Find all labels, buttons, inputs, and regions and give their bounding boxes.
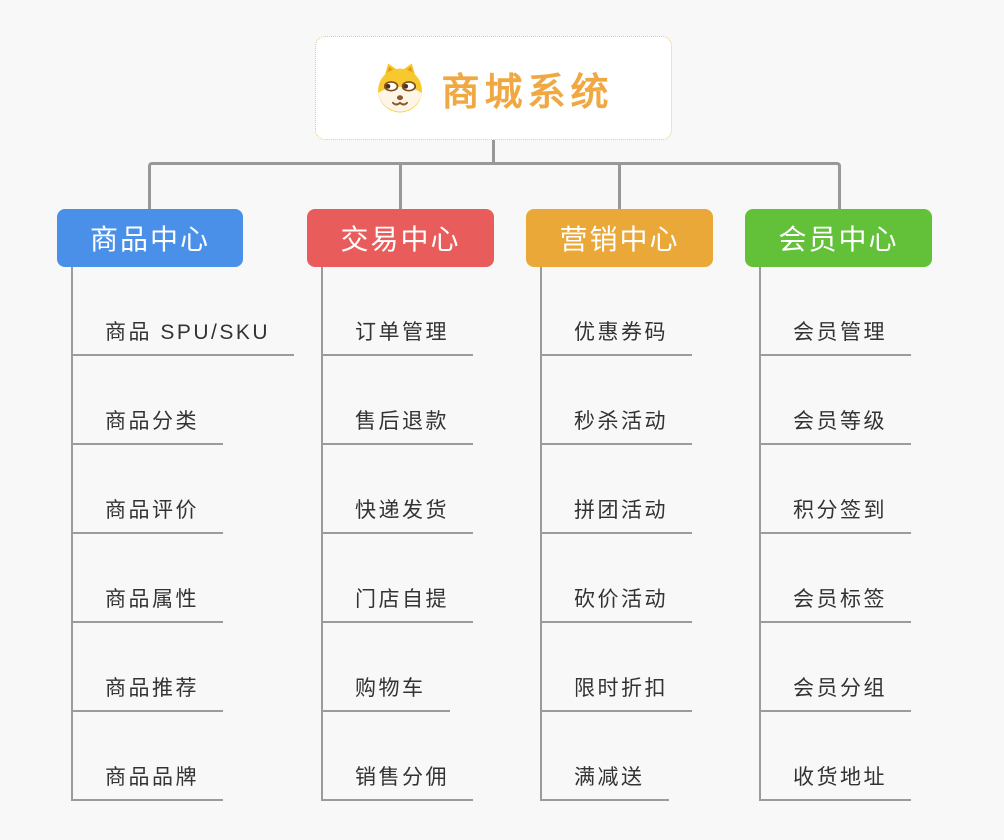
list-item: 满减送 [542, 712, 713, 801]
branch-column-trade: 交易中心 订单管理 售后退款 快递发货 门店自提 购物车 销售分佣 [307, 209, 494, 801]
topic-member-level[interactable]: 会员等级 [761, 405, 911, 445]
topic-store-pickup[interactable]: 门店自提 [323, 583, 473, 623]
topic-full-reduction[interactable]: 满减送 [542, 761, 669, 801]
branch-items-product: 商品 SPU/SKU 商品分类 商品评价 商品属性 商品推荐 商品品牌 [71, 267, 295, 801]
topic-product-spu-sku[interactable]: 商品 SPU/SKU [73, 316, 295, 356]
topic-product-review[interactable]: 商品评价 [73, 494, 223, 534]
topic-express-delivery[interactable]: 快递发货 [323, 494, 473, 534]
topic-product-attribute[interactable]: 商品属性 [73, 583, 223, 623]
topic-after-sale-refund[interactable]: 售后退款 [323, 405, 473, 445]
list-item: 购物车 [323, 623, 494, 712]
topic-bargain-activity[interactable]: 砍价活动 [542, 583, 692, 623]
branch-column-member: 会员中心 会员管理 会员等级 积分签到 会员标签 会员分组 收货地址 [745, 209, 932, 801]
topic-member-management[interactable]: 会员管理 [761, 316, 911, 356]
branch-items-member: 会员管理 会员等级 积分签到 会员标签 会员分组 收货地址 [759, 267, 932, 801]
branch-items-marketing: 优惠券码 秒杀活动 拼团活动 砍价活动 限时折扣 满减送 [540, 267, 713, 801]
topic-group-buy[interactable]: 拼团活动 [542, 494, 692, 534]
list-item: 秒杀活动 [542, 356, 713, 445]
list-item: 会员管理 [761, 267, 932, 356]
list-item: 门店自提 [323, 534, 494, 623]
branch-node-marketing[interactable]: 营销中心 [526, 209, 713, 267]
topic-product-recommend[interactable]: 商品推荐 [73, 672, 223, 712]
dog-face-icon [373, 61, 427, 115]
list-item: 收货地址 [761, 712, 932, 801]
topic-member-tag[interactable]: 会员标签 [761, 583, 911, 623]
list-item: 砍价活动 [542, 534, 713, 623]
topic-sales-commission[interactable]: 销售分佣 [323, 761, 473, 801]
list-item: 商品品牌 [73, 712, 243, 801]
topic-product-brand[interactable]: 商品品牌 [73, 761, 223, 801]
list-item: 快递发货 [323, 445, 494, 534]
topic-flash-sale[interactable]: 秒杀活动 [542, 405, 692, 445]
list-item: 商品 SPU/SKU [73, 267, 295, 356]
topic-product-category[interactable]: 商品分类 [73, 405, 223, 445]
topic-order-management[interactable]: 订单管理 [323, 316, 473, 356]
list-item: 限时折扣 [542, 623, 713, 712]
list-item: 优惠券码 [542, 267, 713, 356]
list-item: 商品评价 [73, 445, 243, 534]
list-item: 会员标签 [761, 534, 932, 623]
list-item: 商品属性 [73, 534, 243, 623]
list-item: 售后退款 [323, 356, 494, 445]
branch-items-trade: 订单管理 售后退款 快递发货 门店自提 购物车 销售分佣 [321, 267, 494, 801]
branch-node-member[interactable]: 会员中心 [745, 209, 932, 267]
topic-shopping-cart[interactable]: 购物车 [323, 672, 450, 712]
list-item: 积分签到 [761, 445, 932, 534]
connector-drop-branch-3 [618, 162, 621, 210]
list-item: 销售分佣 [323, 712, 494, 801]
root-connector-stem [492, 140, 495, 164]
topic-points-checkin[interactable]: 积分签到 [761, 494, 911, 534]
branch-node-trade[interactable]: 交易中心 [307, 209, 494, 267]
connector-drop-branch-2 [399, 162, 402, 210]
list-item: 拼团活动 [542, 445, 713, 534]
list-item: 会员分组 [761, 623, 932, 712]
list-item: 商品分类 [73, 356, 243, 445]
branch-column-marketing: 营销中心 优惠券码 秒杀活动 拼团活动 砍价活动 限时折扣 满减送 [526, 209, 713, 801]
root-node-label: 商城系统 [441, 71, 614, 114]
list-item: 商品推荐 [73, 623, 243, 712]
topic-member-group[interactable]: 会员分组 [761, 672, 911, 712]
topic-shipping-address[interactable]: 收货地址 [761, 761, 911, 801]
topic-limited-time-discount[interactable]: 限时折扣 [542, 672, 692, 712]
list-item: 订单管理 [323, 267, 494, 356]
topic-coupon-code[interactable]: 优惠券码 [542, 316, 692, 356]
branch-node-product[interactable]: 商品中心 [57, 209, 243, 267]
branch-column-product: 商品中心 商品 SPU/SKU 商品分类 商品评价 商品属性 商品推荐 商品品牌 [57, 209, 295, 801]
branch-connector-bus [148, 162, 841, 210]
root-node[interactable]: 商城系统 [315, 36, 672, 140]
list-item: 会员等级 [761, 356, 932, 445]
